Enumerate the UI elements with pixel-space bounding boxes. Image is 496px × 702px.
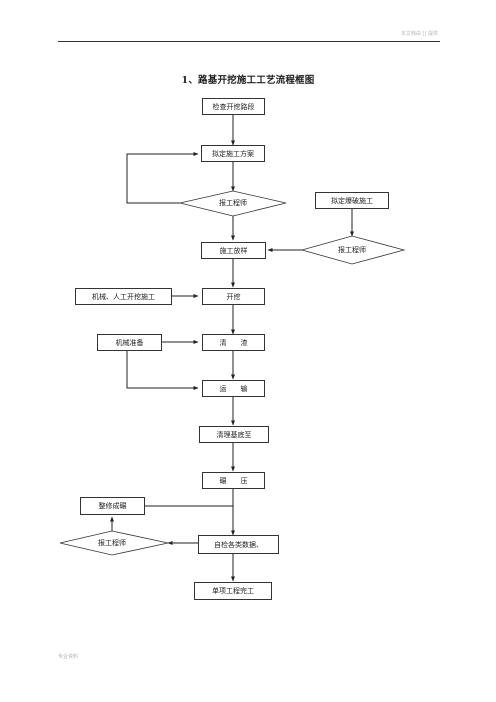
step-rectify: 整修成碾 bbox=[80, 497, 145, 515]
step-compact: 碾 压 bbox=[202, 472, 265, 489]
step-transport: 运 输 bbox=[202, 380, 265, 397]
decision-engineer-1 bbox=[179, 190, 287, 217]
step-check-section: 检查开挖路段 bbox=[202, 98, 265, 115]
step-complete: 单项工程完工 bbox=[194, 582, 272, 600]
header-rule bbox=[58, 41, 440, 42]
decision-engineer-3 bbox=[59, 530, 169, 556]
header-note: 本文档由 [] 提供 bbox=[400, 31, 438, 37]
step-staking: 施工放样 bbox=[201, 242, 266, 259]
label-engineer-2: 报工程师 bbox=[338, 246, 366, 254]
step-blast-plan: 拟定爆破施工 bbox=[315, 192, 389, 209]
step-mechanical-manual: 机械、人工开挖施工 bbox=[75, 288, 172, 305]
decision-engineer-2 bbox=[300, 235, 406, 265]
step-clear: 清 渣 bbox=[202, 334, 265, 351]
loop-engineer-to-plan bbox=[126, 152, 199, 204]
arrow-machineprep-to-transport bbox=[126, 351, 199, 390]
footer-note: 专业资料 bbox=[58, 654, 79, 660]
arrow-rectify-to-selfcheck bbox=[145, 505, 234, 533]
step-self-check: 自检各类数据、 bbox=[198, 535, 279, 554]
label-engineer-1: 报工程师 bbox=[219, 199, 247, 207]
step-machine-prep: 机械准备 bbox=[97, 334, 162, 351]
step-clean-base: 清理基底至 bbox=[199, 426, 269, 443]
label-engineer-3: 报工程师 bbox=[98, 539, 126, 547]
page-title: 1、路基开挖施工工艺流程框图 bbox=[181, 75, 315, 86]
step-plan: 拟定施工方案 bbox=[201, 145, 265, 162]
step-excavate: 开挖 bbox=[202, 288, 265, 305]
